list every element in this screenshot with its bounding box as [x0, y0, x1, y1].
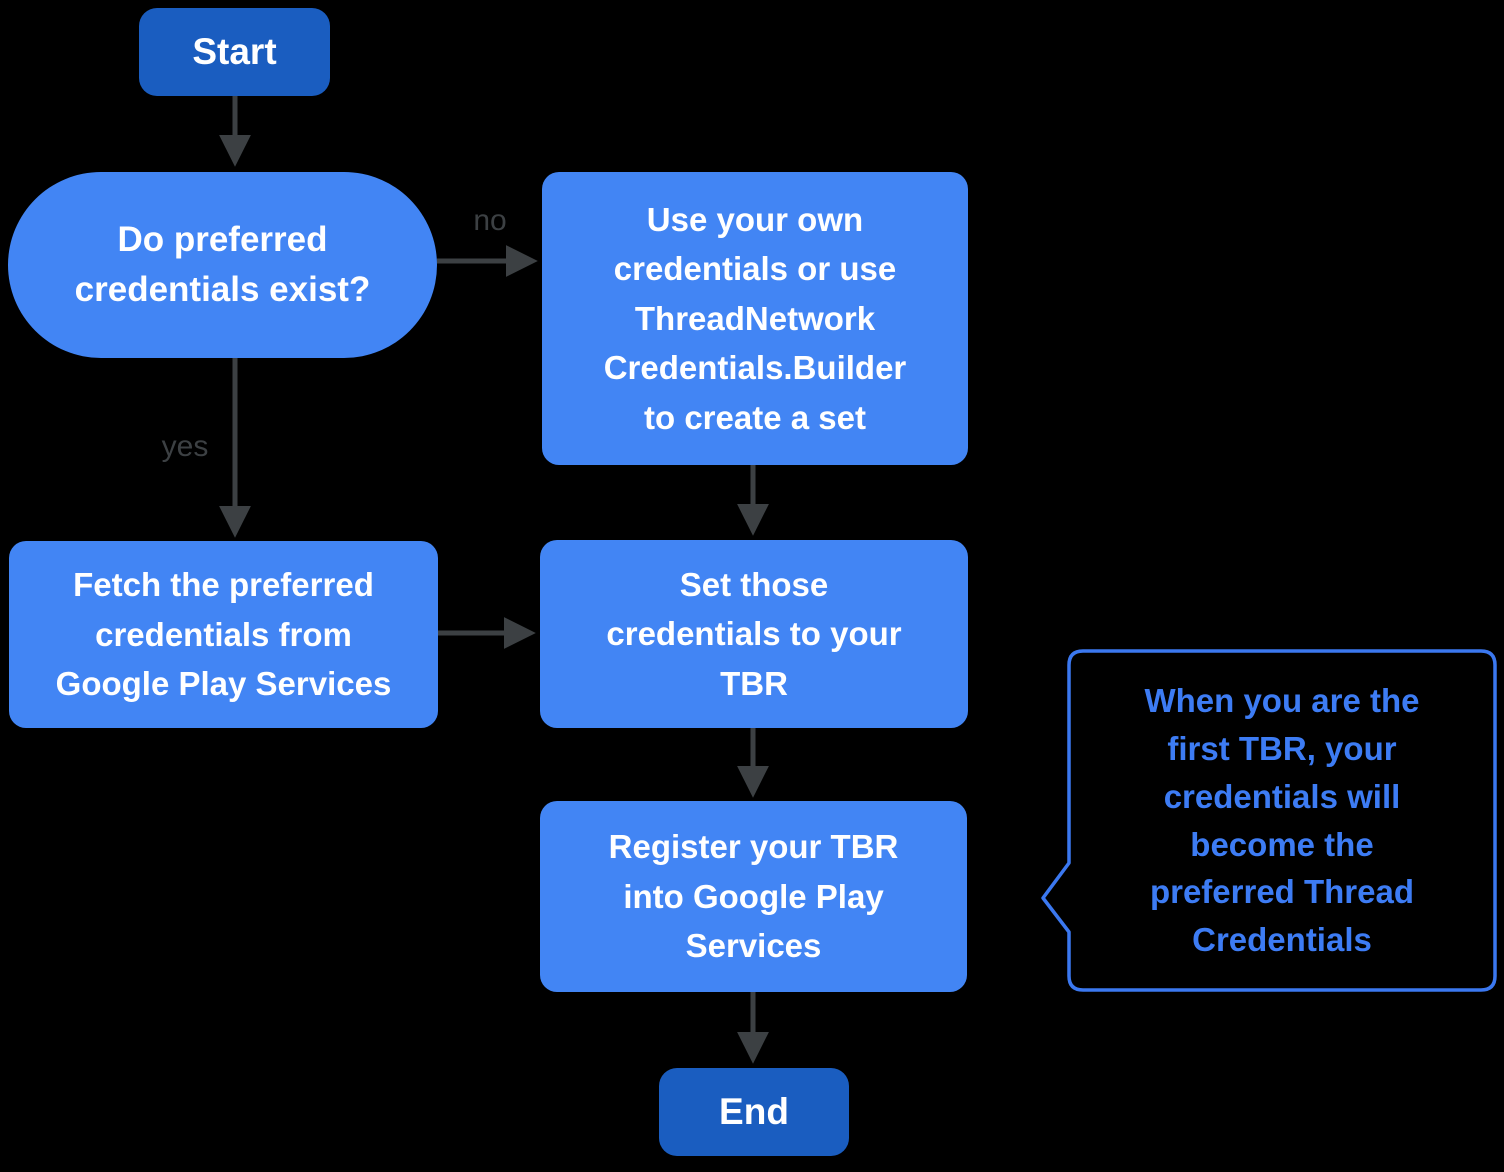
decision-node-preferred-credentials: Do preferred credentials exist?: [8, 172, 437, 358]
end-node-label: End: [719, 1091, 789, 1132]
process-node-register-tbr: Register your TBR into Google Play Servi…: [540, 801, 967, 992]
process-node-own-credentials: Use your own credentials or use ThreadNe…: [542, 172, 968, 465]
process-node-own-credentials-label: Use your own credentials or use ThreadNe…: [603, 200, 907, 436]
end-node: End: [659, 1068, 849, 1156]
process-node-fetch-preferred-label: Fetch the preferred credentials from Goo…: [55, 566, 392, 703]
start-node: Start: [139, 8, 330, 96]
process-node-fetch-preferred: Fetch the preferred credentials from Goo…: [9, 541, 438, 728]
callout-note: When you are the first TBR, your credent…: [1144, 681, 1420, 959]
process-node-set-credentials: Set those credentials to your TBR: [540, 540, 968, 728]
decision-node-label: Do preferred credentials exist?: [74, 220, 371, 309]
process-node-set-credentials-label: Set those credentials to your TBR: [606, 565, 902, 702]
edge-label-no: no: [473, 204, 507, 237]
start-node-label: Start: [192, 31, 277, 72]
edge-label-yes: yes: [161, 430, 209, 463]
callout-bubble-outline: [1041, 649, 1497, 992]
process-node-register-tbr-label: Register your TBR into Google Play Servi…: [608, 828, 899, 965]
